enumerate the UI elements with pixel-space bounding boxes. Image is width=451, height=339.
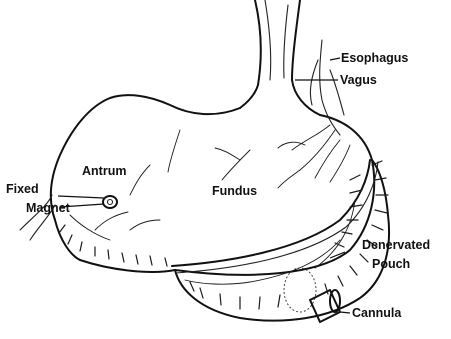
label-vagus: Vagus [340,73,377,87]
esophagus-tube [240,0,320,115]
label-pouch: Pouch [372,257,410,271]
label-cannula: Cannula [352,306,402,320]
label-antrum: Antrum [82,164,126,178]
pouch-separation [172,160,378,273]
fixed-magnet [103,196,117,208]
label-fundus: Fundus [212,184,257,198]
label-fixed: Fixed [6,182,39,196]
label-magnet: Magnet [26,201,71,215]
label-esophagus: Esophagus [341,51,408,65]
leader-lines [58,58,350,313]
label-denervated: Denervated [362,238,430,252]
stomach-outline [20,95,389,320]
cannula-port-outline [284,268,316,312]
